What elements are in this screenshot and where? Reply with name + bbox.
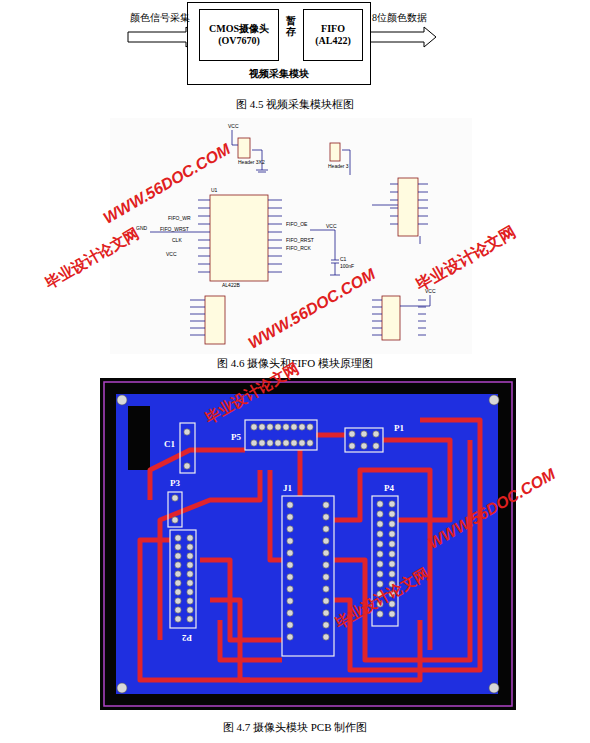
part-name: AL422B: [222, 283, 240, 289]
module-box: 视频采集模块 CMOS摄像头 (OV7670) FIFO (AL422): [187, 2, 371, 85]
signal-name: VCC: [228, 124, 239, 130]
pcb-traces: [140, 420, 480, 680]
signal-name: FIFO_WRST: [160, 227, 189, 233]
figure-caption: 图 4.7 摄像头模块 PCB 制作图: [223, 721, 368, 733]
component-label: P3: [170, 479, 180, 489]
box-label: CMOS摄像头 (OV7670): [200, 23, 278, 48]
signal-name: VCC: [326, 224, 337, 230]
figure-caption: 图 4.5 视频采集模块框图: [236, 98, 354, 110]
signal-label: 颜色信号采集: [130, 12, 190, 23]
part-name: Header 3X2: [238, 160, 265, 166]
component-box: FIFO (AL422): [303, 9, 363, 61]
signal-name: FIFO_RRST: [286, 238, 314, 244]
pcb-footprints: [168, 420, 398, 656]
component-label: P4: [384, 484, 394, 494]
component-label: P5: [231, 433, 241, 443]
signal-name: FIFO_RCK: [286, 246, 311, 252]
part-value: 100nF: [340, 264, 354, 270]
signal-name: FIFO_OE: [286, 222, 307, 228]
signal-name: VCC: [166, 252, 177, 258]
component-label: J1: [283, 484, 292, 494]
signal-name: CLK: [172, 238, 182, 244]
edge-label: 暂存: [286, 15, 296, 37]
component-box: CMOS摄像头 (OV7670): [199, 9, 279, 61]
part-name: Header 3: [328, 164, 349, 170]
part-name: U1: [211, 188, 217, 194]
component-label: P1: [394, 424, 404, 434]
signal-label: 8位颜色数据: [372, 12, 427, 23]
component-label: C1: [164, 440, 175, 450]
board-outline: [104, 382, 512, 706]
pcb-board: [100, 378, 516, 710]
box-label: 视频采集模块: [188, 68, 370, 81]
schematic-ground: [110, 118, 472, 354]
output-arrow: [362, 27, 436, 47]
component-label: P2: [182, 632, 192, 642]
box-label: FIFO (AL422): [304, 23, 362, 48]
signal-name: FIFO_WR: [168, 216, 191, 222]
part-name: C1: [340, 257, 346, 263]
